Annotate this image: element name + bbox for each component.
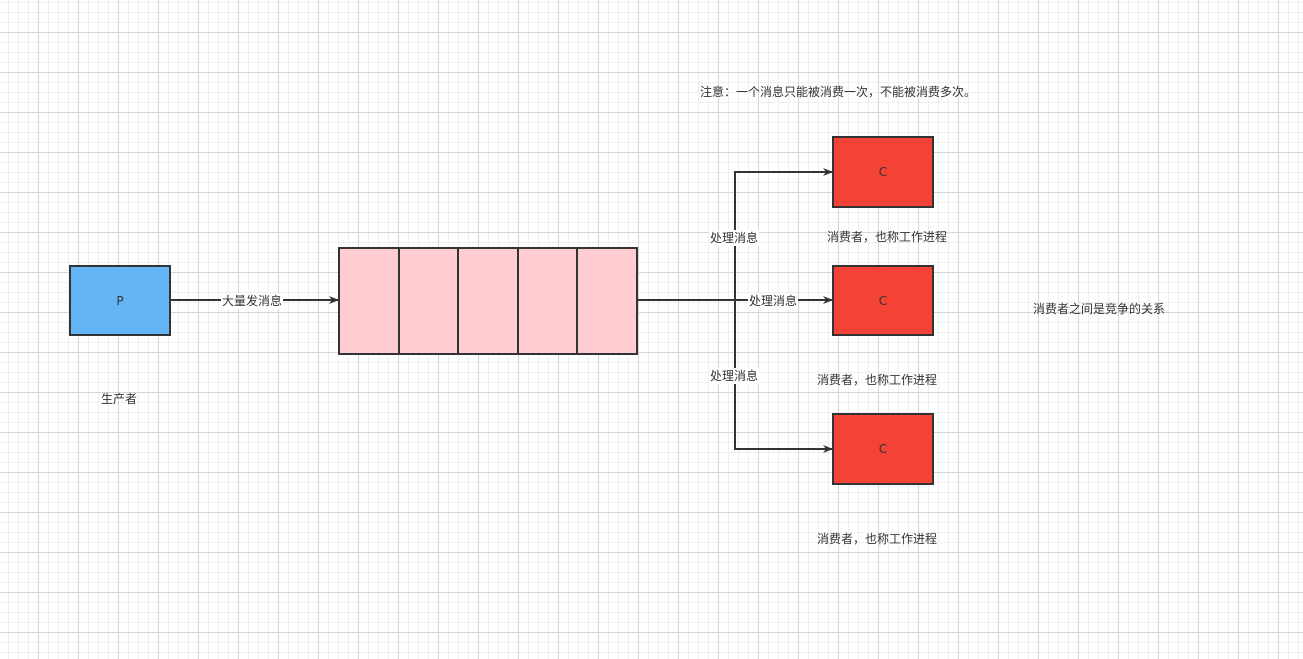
note-text: 注意：一个消息只能被消费一次，不能被消费多次。 — [700, 85, 977, 99]
queue-slot — [340, 249, 400, 353]
queue-slot — [459, 249, 519, 353]
competition-note: 消费者之间是竞争的关系 — [1033, 302, 1166, 316]
consumer-caption-middle: 消费者，也称工作进程 — [817, 373, 938, 387]
producer-node[interactable]: P — [69, 265, 171, 336]
message-queue[interactable] — [338, 247, 638, 355]
producer-caption: 生产者 — [101, 392, 138, 406]
producer-node-label: P — [116, 293, 124, 308]
edge-label-consumer-bottom: 处理消息 — [709, 368, 760, 384]
queue-slot — [578, 249, 636, 353]
consumer-node-bottom[interactable]: C — [832, 413, 934, 485]
consumer-node-label: C — [878, 442, 888, 456]
queue-slot — [400, 249, 460, 353]
edge-queue-to-consumer-bottom — [734, 300, 833, 453]
consumer-node-middle[interactable]: C — [832, 265, 934, 336]
consumer-node-label: C — [878, 165, 888, 179]
consumer-node-label: C — [878, 293, 888, 308]
queue-slot — [519, 249, 579, 353]
edge-label-producer-to-queue: 大量发消息 — [221, 293, 284, 309]
edge-label-consumer-top: 处理消息 — [709, 230, 760, 246]
consumer-node-top[interactable]: C — [832, 136, 934, 208]
edge-queue-to-consumer-top — [734, 168, 833, 300]
edge-label-consumer-middle: 处理消息 — [748, 293, 799, 309]
consumer-caption-bottom: 消费者，也称工作进程 — [817, 532, 938, 546]
consumer-caption-top: 消费者，也称工作进程 — [827, 230, 948, 244]
